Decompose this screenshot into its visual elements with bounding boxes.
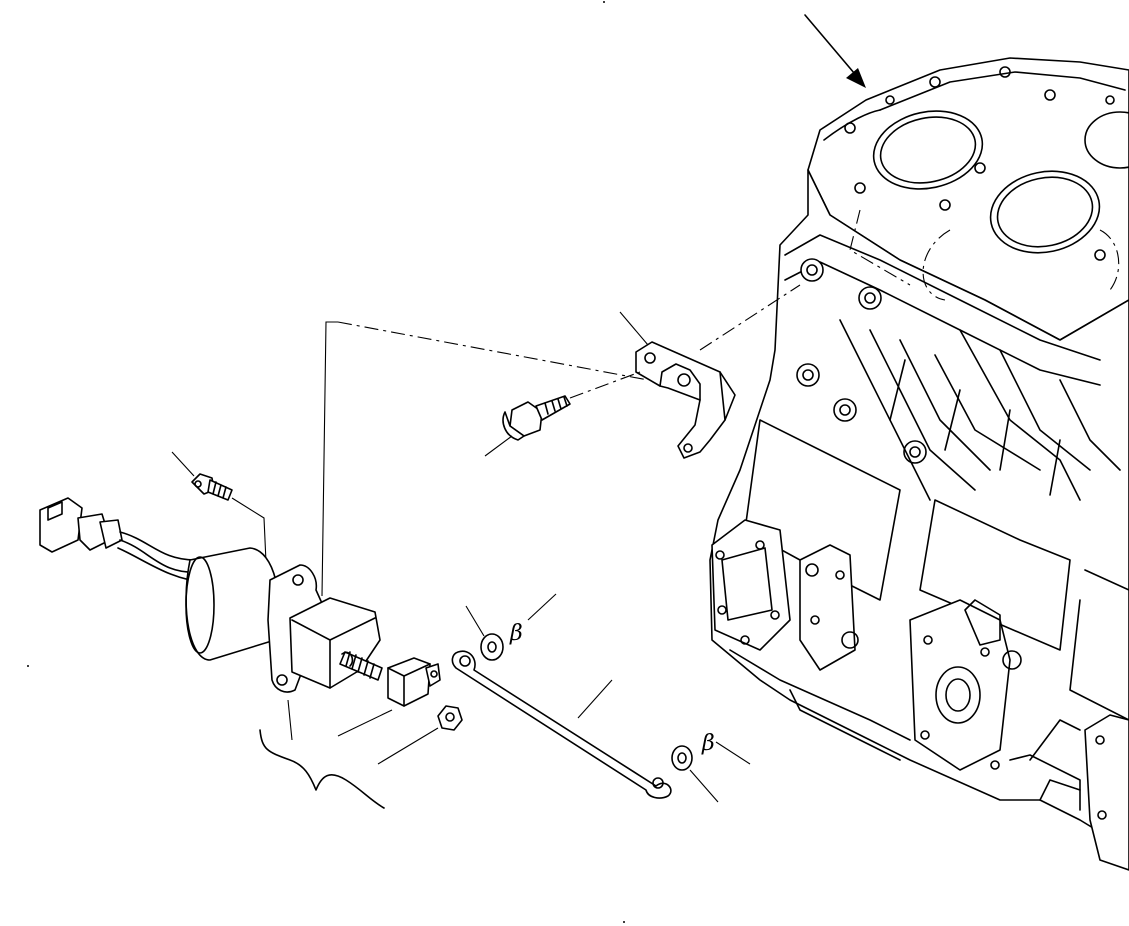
link-rod bbox=[451, 650, 672, 799]
bracket-bolt bbox=[502, 395, 571, 441]
bracket-center-line bbox=[699, 284, 801, 351]
solenoid-center-line bbox=[337, 321, 649, 381]
head-bolt-holes bbox=[844, 66, 1115, 261]
hex-nut bbox=[437, 705, 463, 731]
solenoid-vertical-line bbox=[321, 321, 338, 597]
assembly-arrow bbox=[804, 14, 866, 88]
washer-upper-mark-line bbox=[527, 593, 557, 621]
washer-lower bbox=[671, 745, 693, 771]
washer-lower-leader-line bbox=[689, 769, 719, 803]
washer-lower-mark: β bbox=[701, 731, 715, 756]
rod-leader-line bbox=[577, 679, 613, 719]
nut-leader-line bbox=[377, 727, 439, 765]
clevis-block bbox=[387, 657, 441, 707]
engine-block bbox=[709, 57, 1129, 871]
washer-upper-mark: β bbox=[509, 621, 523, 646]
screw-leader-line bbox=[171, 451, 195, 477]
screw-bracket-line bbox=[231, 497, 267, 563]
bracket-leader-line bbox=[619, 311, 649, 346]
bolt-leader-line bbox=[484, 435, 513, 457]
stop-solenoid-bracket bbox=[635, 341, 736, 459]
solenoid-leader-line bbox=[287, 699, 293, 741]
assembly-brace bbox=[259, 729, 385, 809]
stop-solenoid bbox=[39, 497, 383, 693]
small-screw bbox=[191, 473, 233, 501]
washer-upper-leader-line bbox=[465, 605, 485, 637]
bolt-center-line bbox=[569, 371, 641, 399]
washer-upper bbox=[480, 633, 504, 661]
washer-lower-mark-line bbox=[715, 741, 751, 765]
clevis-leader-line bbox=[337, 709, 393, 737]
